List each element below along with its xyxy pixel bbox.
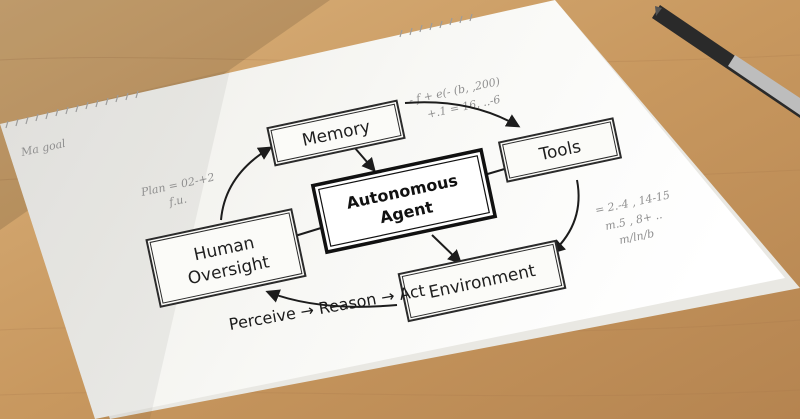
paper-shade — [0, 70, 230, 419]
arrow-agent-to-environment — [431, 234, 463, 264]
arrow-memory-to-tools — [404, 101, 521, 128]
note-left-2: f.u. — [167, 193, 188, 210]
node-environment: Environment — [397, 239, 567, 323]
arrow-human-to-memory — [220, 146, 273, 221]
arrow-environment-to-human — [265, 289, 398, 308]
pen — [652, 5, 800, 118]
spiral-binding — [5, 13, 473, 129]
node-tools: Tools — [497, 117, 623, 183]
node-human-oversight: Human Oversight — [145, 208, 307, 308]
node-memory: Memory — [266, 99, 406, 167]
arrow-tools-to-environment — [550, 179, 580, 254]
node-agent: Autonomous Agent — [310, 147, 498, 255]
